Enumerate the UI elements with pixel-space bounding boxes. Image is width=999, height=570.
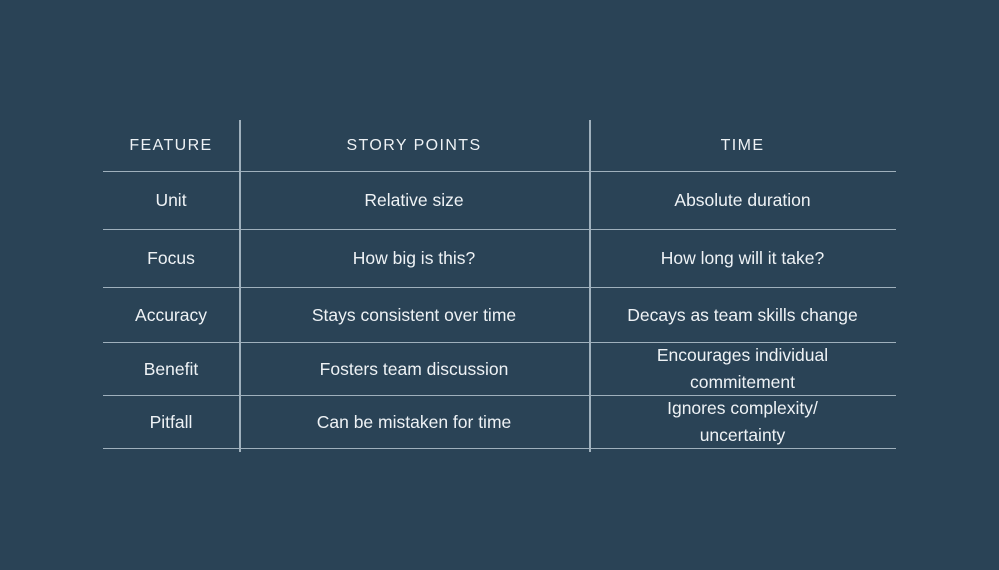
cell-time: Encourages individual commitement <box>589 343 896 395</box>
cell-story-points: Can be mistaken for time <box>316 411 512 432</box>
cell-time: How long will it take? <box>660 248 825 268</box>
cell-time: Ignores complexity/ uncertainty <box>589 396 896 448</box>
cell-story-points: How big is this? <box>352 248 476 268</box>
column-divider-1 <box>239 120 241 452</box>
cell-time-line-1: Ignores complexity/ <box>667 398 818 418</box>
cell-feature: Focus <box>147 248 195 268</box>
column-divider-2 <box>589 120 591 452</box>
cell-story-points: Relative size <box>364 190 464 210</box>
table-row: Focus How big is this? How long will it … <box>103 230 896 288</box>
cell-time: Decays as team skills change <box>627 304 858 325</box>
cell-time-line-1: Encourages individual <box>656 345 829 365</box>
cell-story-points: Fosters team discussion <box>319 358 509 379</box>
column-header-story-points: STORY POINTS <box>346 137 482 154</box>
comparison-table: FEATURE STORY POINTS TIME Unit Relative … <box>103 120 896 452</box>
table-header-row: FEATURE STORY POINTS TIME <box>103 120 896 172</box>
cell-feature: Accuracy <box>135 304 207 325</box>
cell-time-line-2: uncertainty <box>699 425 786 445</box>
cell-time: Absolute duration <box>674 190 811 210</box>
cell-feature: Benefit <box>143 358 199 379</box>
cell-time-line-2: commitement <box>689 372 795 392</box>
cell-feature: Pitfall <box>149 411 193 432</box>
cell-story-points: Stays consistent over time <box>311 304 517 325</box>
cell-feature: Unit <box>155 190 187 210</box>
table-row: Accuracy Stays consistent over time Deca… <box>103 288 896 343</box>
table-row: Benefit Fosters team discussion Encourag… <box>103 343 896 396</box>
table-row: Unit Relative size Absolute duration <box>103 172 896 230</box>
column-header-time: TIME <box>720 137 765 154</box>
column-header-feature: FEATURE <box>129 137 213 154</box>
table-row: Pitfall Can be mistaken for time Ignores… <box>103 396 896 449</box>
